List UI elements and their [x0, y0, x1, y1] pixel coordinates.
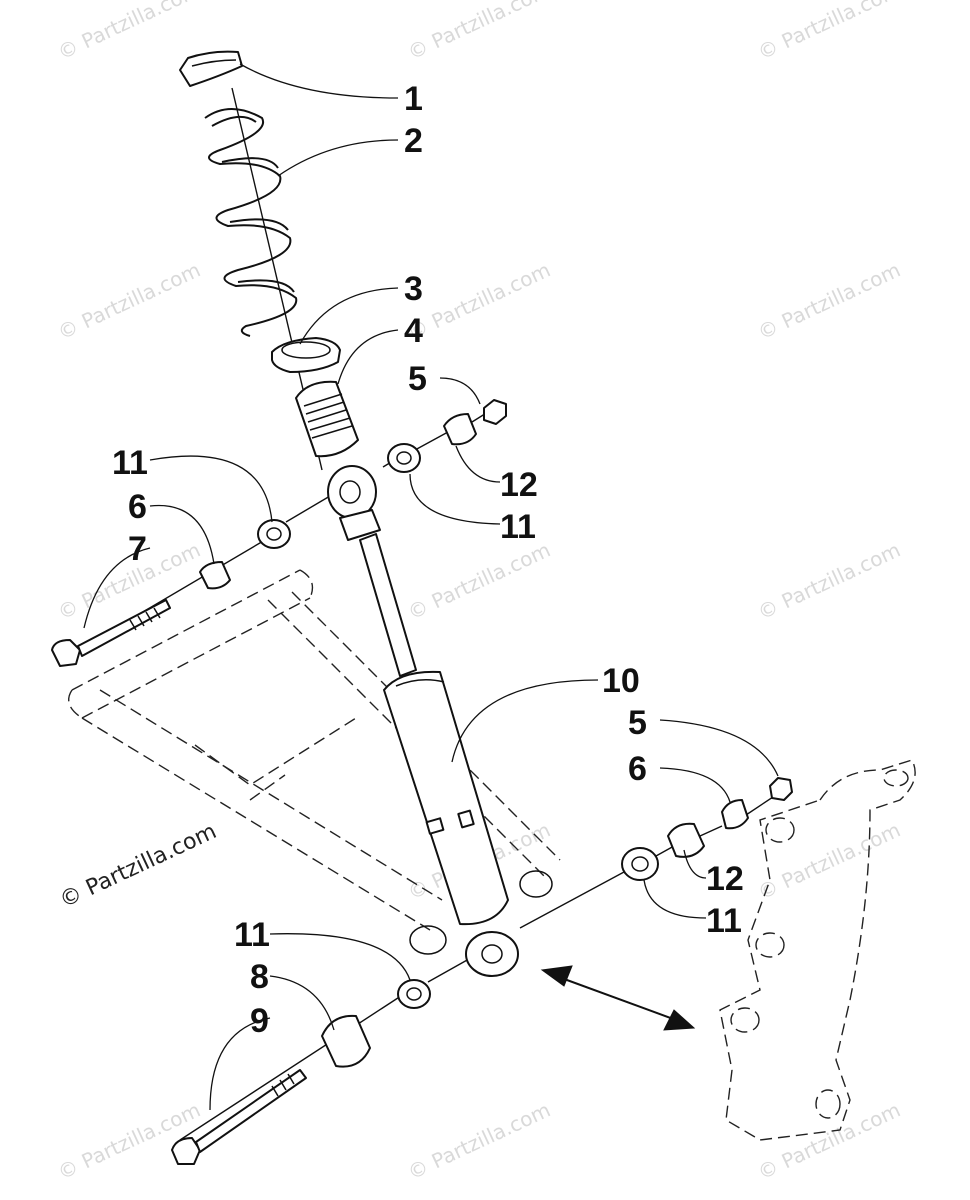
- a-arm-bushing-lower: [409, 925, 447, 955]
- callout-10: 10: [602, 662, 640, 700]
- callout-4: 4: [404, 312, 423, 350]
- watermarks: © Partzilla.com © Partzilla.com © Partzi…: [54, 0, 904, 1185]
- leader-lines: [83, 63, 779, 1111]
- watermark: © Partzilla.com: [54, 0, 204, 65]
- callout-5: 5: [408, 360, 427, 398]
- spacer-12: [667, 822, 705, 858]
- callout-5: 5: [628, 704, 647, 742]
- nut-5: [769, 777, 793, 801]
- direction-arrow: [540, 965, 696, 1031]
- a-arm-bushing-upper: [519, 870, 553, 898]
- spacer-8: [321, 1014, 371, 1068]
- watermark: © Partzilla.com: [754, 538, 904, 625]
- watermark: © Partzilla.com: [754, 0, 904, 65]
- watermark: © Partzilla.com: [754, 258, 904, 345]
- copyright-credit: © Partzilla.com: [56, 819, 220, 913]
- upper-hardware: [51, 399, 507, 667]
- callout-11: 11: [500, 508, 536, 546]
- spring-adjuster-nut: [271, 337, 341, 373]
- bushing-11: [387, 443, 421, 473]
- callout-6: 6: [128, 488, 147, 526]
- bolt-9-head: [171, 1137, 201, 1165]
- callout-1: 1: [404, 80, 423, 118]
- bolt-9-shaft: [195, 1069, 307, 1153]
- callout-11: 11: [234, 916, 270, 954]
- spacer-6: [199, 561, 231, 590]
- callout-3: 3: [404, 270, 423, 308]
- callout-7: 7: [128, 530, 147, 568]
- watermark: © Partzilla.com: [404, 258, 554, 345]
- threaded-collar: [295, 380, 359, 458]
- callout-6: 6: [628, 750, 647, 788]
- shock-absorber: [327, 465, 519, 977]
- spring-retainer-cap: [179, 50, 243, 87]
- callout-labels: 1 2 3 4 5 11 12 11 6 7 10 5 6 12 11 11 8…: [112, 80, 744, 1040]
- lower-hardware: [171, 777, 793, 1165]
- nut-5: [483, 399, 507, 425]
- watermark: © Partzilla.com: [404, 538, 554, 625]
- spacer-12: [443, 413, 477, 446]
- callout-11: 11: [706, 902, 742, 940]
- coil-spring: [204, 108, 298, 337]
- callout-2: 2: [404, 122, 423, 160]
- callout-12: 12: [706, 860, 744, 898]
- bushing-11: [257, 519, 291, 549]
- bushing-11: [397, 979, 431, 1009]
- callout-12: 12: [500, 466, 538, 504]
- spacer-6: [721, 799, 749, 830]
- spindle-knuckle: [719, 759, 916, 1141]
- watermark: © Partzilla.com: [404, 1098, 554, 1185]
- bushing-11: [621, 847, 659, 881]
- watermark: © Partzilla.com: [54, 258, 204, 345]
- watermark: © Partzilla.com: [754, 818, 904, 905]
- watermark: © Partzilla.com: [754, 1098, 904, 1185]
- callout-8: 8: [250, 958, 269, 996]
- watermark: © Partzilla.com: [404, 0, 554, 65]
- bolt-7-head: [51, 639, 81, 667]
- callout-9: 9: [250, 1002, 269, 1040]
- callout-11: 11: [112, 444, 148, 482]
